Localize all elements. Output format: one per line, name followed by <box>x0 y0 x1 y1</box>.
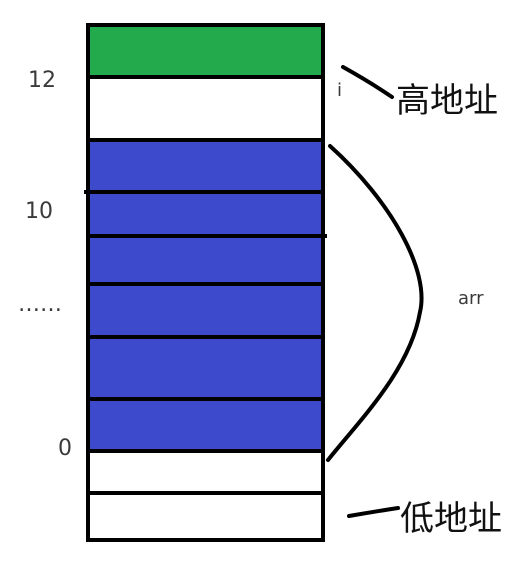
cell-empty-lower-2 <box>88 493 323 540</box>
row-separators <box>84 75 327 495</box>
arr-cell-2 <box>88 192 323 236</box>
cell-empty-lower-1 <box>88 451 323 493</box>
cell-i-green <box>88 25 323 77</box>
arr-cell-4 <box>88 284 323 337</box>
index-label-10: 10 <box>25 199 53 224</box>
index-label-12: 12 <box>28 68 56 93</box>
ellipsis-label: …… <box>18 292 62 317</box>
high-address-label: 高地址 <box>396 81 498 121</box>
arr-cell-3 <box>88 236 323 284</box>
arr-cell-6 <box>88 399 323 451</box>
variable-i-label: i <box>337 80 342 101</box>
index-label-0: 0 <box>58 436 72 461</box>
arr-label: arr <box>458 288 484 309</box>
arr-brace-curve <box>326 144 424 462</box>
low-address-pointer-line <box>347 506 400 518</box>
cell-empty-upper <box>88 77 323 140</box>
high-address-pointer-line <box>341 65 394 99</box>
arr-cell-5 <box>88 337 323 399</box>
arr-cell-1 <box>88 140 323 192</box>
low-address-label: 低地址 <box>400 499 502 539</box>
